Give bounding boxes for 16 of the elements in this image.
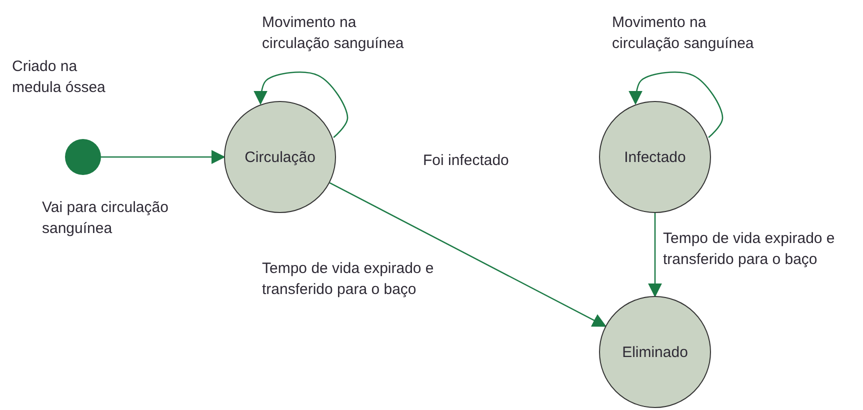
state-name: Eliminado: [622, 344, 688, 360]
arrow: [254, 72, 348, 138]
state-name: Circulação: [244, 148, 316, 166]
node-caption: Criado na medula óssea: [12, 57, 106, 98]
arrow: [628, 72, 724, 138]
edge-label: Tempo de vida expirado e transferido para o baço: [262, 259, 435, 300]
arrow: [329, 182, 607, 327]
transition-label: Foi infectado: [423, 151, 510, 171]
start-dot: [65, 139, 101, 175]
edge-label: Movimento na circulação sanguínea: [262, 13, 405, 54]
edge-label: Vai para circulação sanguínea: [42, 198, 170, 239]
edge-label: Tempo de vida expirado e transferido para o baço: [663, 229, 836, 270]
arrow: [101, 150, 226, 164]
edge-label: Movimento na circulação sanguínea: [612, 13, 755, 54]
arrow: [648, 213, 662, 298]
state-name: Infectado: [624, 148, 686, 166]
